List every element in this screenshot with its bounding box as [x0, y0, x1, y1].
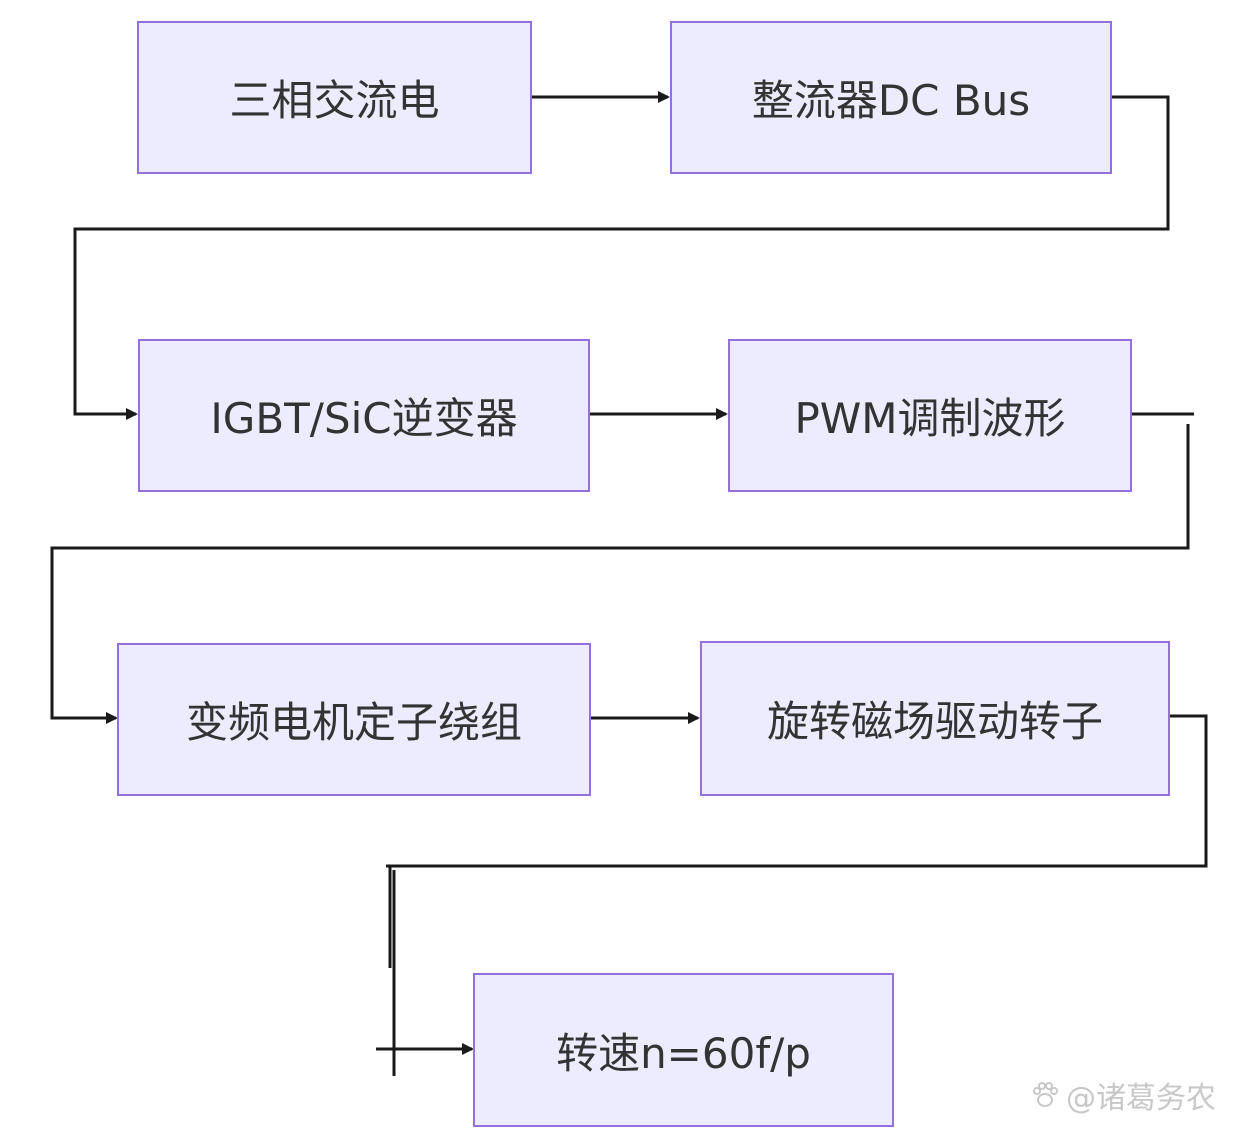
node-speed-formula: 转速n=60f/p: [473, 973, 894, 1127]
node-motor-stator-winding: 变频电机定子绕组: [117, 643, 591, 796]
node-igbt-sic-inverter-label: IGBT/SiC逆变器: [210, 394, 518, 443]
node-motor-stator-winding-label: 变频电机定子绕组: [185, 698, 522, 747]
node-pwm-waveform-label: PWM调制波形: [794, 394, 1066, 443]
edge-pwm-to-stator-route: [50, 424, 1190, 724]
node-three-phase-ac: 三相交流电: [137, 21, 532, 174]
paw-icon: [1033, 1082, 1058, 1107]
node-three-phase-ac-label: 三相交流电: [229, 76, 440, 125]
watermark-text: @诸葛务农: [1066, 1081, 1216, 1116]
node-rectifier-dc-bus-label: 整流器DC Bus: [751, 76, 1031, 125]
node-speed-formula-label: 转速n=60f/p: [556, 1028, 811, 1078]
node-rotating-field-label: 旋转磁场驱动转子: [766, 697, 1103, 746]
watermark: @诸葛务农: [1030, 1073, 1216, 1117]
node-rotating-field: 旋转磁场驱动转子: [700, 641, 1170, 796]
node-igbt-sic-inverter: IGBT/SiC逆变器: [138, 339, 590, 492]
node-pwm-waveform: PWM调制波形: [728, 339, 1132, 492]
edge-rectifier-to-inverter: [73, 95, 1170, 420]
edge-field-to-speed: [386, 714, 1208, 868]
node-rectifier-dc-bus: 整流器DC Bus: [670, 21, 1112, 174]
